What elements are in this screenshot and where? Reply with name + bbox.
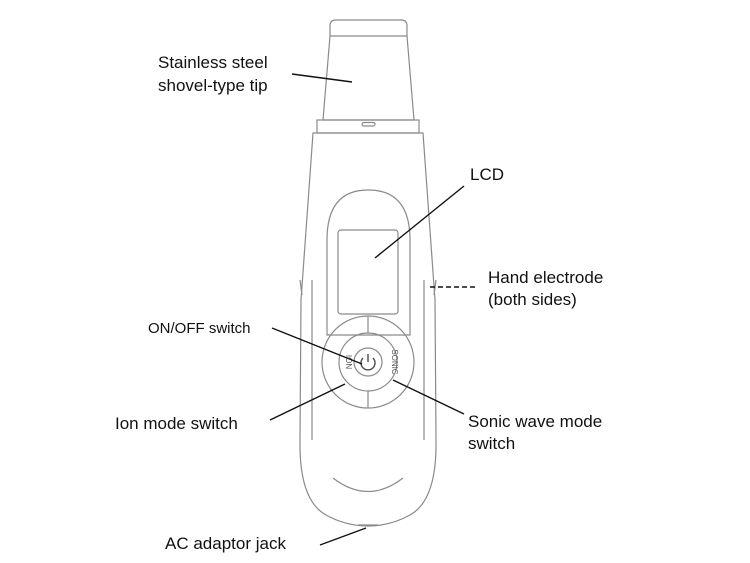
tip-slot xyxy=(361,121,376,127)
jack-label: AC adaptor jack xyxy=(165,534,286,553)
power-button[interactable] xyxy=(353,347,383,377)
onoff-label: ON/OFF switch xyxy=(148,320,251,337)
lcd-panel xyxy=(326,189,411,336)
onoff-leader xyxy=(271,327,363,365)
ion-leader xyxy=(269,383,346,421)
lcd-leader xyxy=(374,185,465,259)
ion-button[interactable]: ION xyxy=(344,355,353,369)
sonic-label-1: Sonic wave mode xyxy=(468,412,602,431)
control-buttons[interactable]: ION SONIC xyxy=(321,315,415,409)
electrode-label-1: Hand electrode xyxy=(488,268,603,287)
sonic-button[interactable]: SONIC xyxy=(390,349,399,375)
tip-leader xyxy=(291,73,353,83)
electrode-label-2: (both sides) xyxy=(488,290,577,309)
shovel-tip xyxy=(316,19,420,134)
sonic-label-2: switch xyxy=(468,434,515,453)
tip-label-2: shovel-type tip xyxy=(158,76,268,95)
lcd-label: LCD xyxy=(470,165,504,184)
ion-label: Ion mode switch xyxy=(115,414,238,433)
jack-leader xyxy=(319,527,367,546)
lcd-screen xyxy=(337,229,399,315)
bottom-arc xyxy=(332,477,404,493)
sonic-leader xyxy=(392,379,465,415)
device-body xyxy=(299,132,437,527)
tip-label-1: Stainless steel xyxy=(158,53,268,72)
power-icon xyxy=(360,354,376,371)
